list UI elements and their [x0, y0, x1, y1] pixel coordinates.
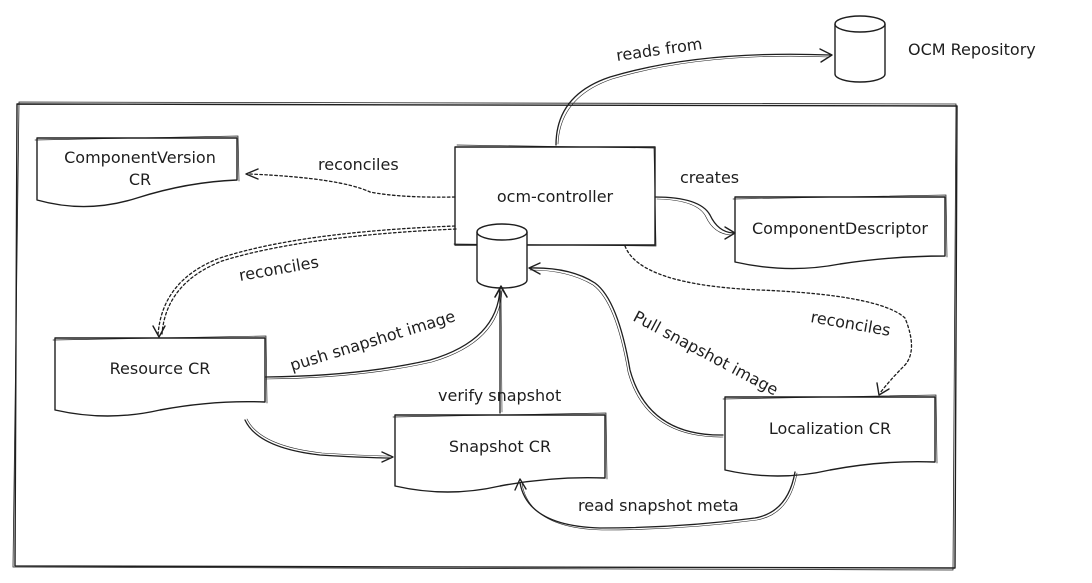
- component-version-cr-label-line1: ComponentVersion: [64, 148, 216, 167]
- snapshot-cr-label: Snapshot CR: [449, 437, 551, 456]
- edge-verify-snapshot: verify snapshot: [438, 286, 561, 414]
- localization-cr-label: Localization CR: [769, 419, 891, 438]
- edge-reconciles-component-version: reconciles: [245, 155, 456, 198]
- edge-creates-label: creates: [680, 168, 739, 187]
- database-icon: [834, 15, 886, 83]
- edge-push-snapshot-image-label: push snapshot image: [288, 306, 458, 374]
- component-descriptor-node: ComponentDescriptor: [732, 194, 948, 270]
- resource-cr-label: Resource CR: [110, 359, 211, 378]
- resource-cr-node: Resource CR: [52, 335, 268, 417]
- snapshot-store-icon: [476, 223, 528, 289]
- edge-creates: creates: [654, 168, 739, 240]
- ocm-controller-label: ocm-controller: [497, 187, 614, 206]
- edge-push-snapshot-image: push snapshot image: [265, 285, 508, 380]
- edge-resource-to-snapshot: [244, 418, 394, 463]
- ocm-repository-node: OCM Repository: [834, 15, 1036, 83]
- edge-read-snapshot-meta-label: read snapshot meta: [578, 496, 739, 515]
- ocm-repository-label: OCM Repository: [908, 40, 1036, 59]
- cluster-frame: [12, 101, 958, 571]
- component-descriptor-label: ComponentDescriptor: [752, 219, 928, 238]
- edge-reconciles-component-version-label: reconciles: [318, 155, 399, 174]
- component-version-cr-label-line2: CR: [129, 170, 151, 189]
- edge-reconciles-localization-label: reconciles: [809, 307, 892, 340]
- component-version-cr-node: ComponentVersion CR: [34, 135, 240, 208]
- edge-pull-snapshot-image-label: Pull snapshot image: [630, 307, 781, 400]
- localization-cr-node: Localization CR: [722, 394, 938, 477]
- edge-verify-snapshot-label: verify snapshot: [438, 386, 561, 405]
- edge-read-snapshot-meta: read snapshot meta: [514, 471, 798, 531]
- edge-reconciles-localization: reconciles: [624, 245, 913, 396]
- edge-reconciles-resource-label: reconciles: [237, 252, 320, 285]
- edge-reads-from: reads from: [555, 34, 833, 146]
- snapshot-cr-node: Snapshot CR: [392, 412, 608, 493]
- ocm-controller-node: ocm-controller: [453, 144, 657, 247]
